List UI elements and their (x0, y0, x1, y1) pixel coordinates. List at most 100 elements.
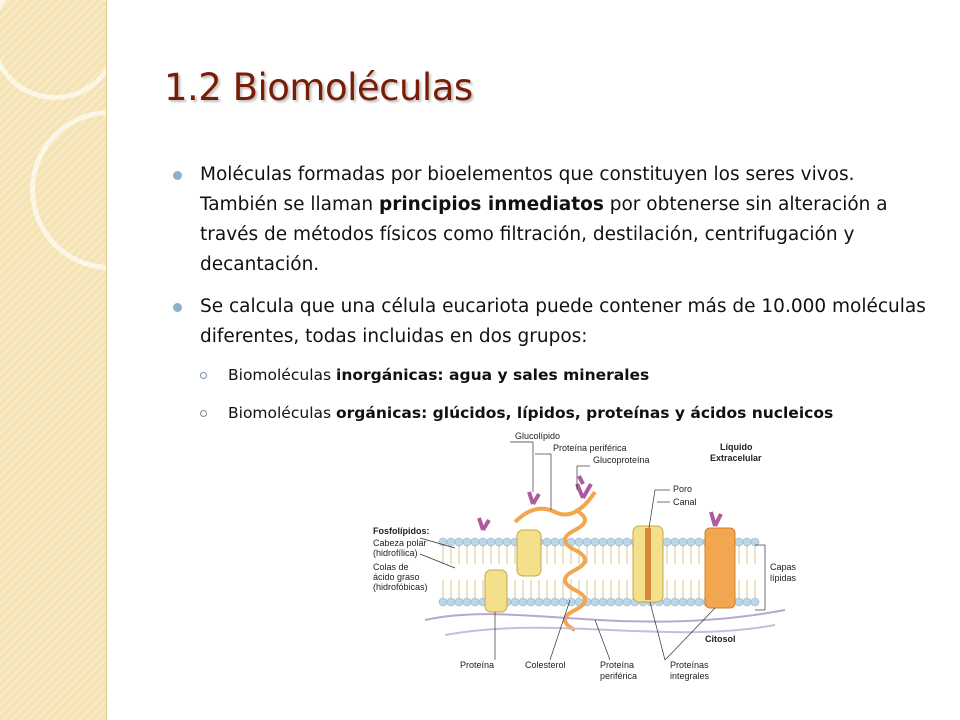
phospholipid-head (598, 537, 608, 547)
phospholipid-head (446, 537, 456, 547)
cytoskeleton-filament (444, 624, 776, 636)
phospholipid-head (454, 537, 464, 547)
decorative-ring (0, 0, 106, 100)
phospholipid-head (542, 537, 552, 547)
label-colas-2: ácido graso (373, 572, 420, 582)
phospholipid-head (614, 597, 624, 607)
phospholipid-head (670, 537, 680, 547)
phospholipid-head (454, 597, 464, 607)
bullet-definition: Moléculas formadas por bioelementos que … (170, 160, 930, 280)
phospholipid-head (502, 537, 512, 547)
label-glucoproteina: Glucoproteína (593, 455, 650, 465)
label-capas-2: lípidas (770, 573, 797, 583)
phospholipid-head (662, 597, 672, 607)
phospholipid-head (622, 537, 632, 547)
label-colesterol: Colesterol (525, 660, 566, 670)
phospholipid-head (550, 597, 560, 607)
phospholipid-head (446, 597, 456, 607)
bullet-text: por obtenerse sin alteración a través de… (200, 194, 888, 275)
sugar-chain (477, 517, 491, 532)
protein-channel-pore (645, 528, 651, 600)
sugar-chain (709, 511, 723, 527)
leader-lines (419, 441, 766, 661)
phospholipid-head (678, 597, 688, 607)
bullet-text: Moléculas formadas por bioelementos que … (200, 164, 855, 215)
phospholipid-head (462, 597, 472, 607)
phospholipid-head (614, 537, 624, 547)
label-proteina: Proteína (460, 660, 494, 670)
phospholipid-head (494, 537, 504, 547)
phospholipid-head (662, 537, 672, 547)
phospholipid-head (678, 537, 688, 547)
slide-title: 1.2 Biomoléculas (164, 66, 473, 109)
sub-bullet-icon (200, 372, 207, 379)
bullet-text: Se calcula que una célula eucariota pued… (200, 296, 926, 347)
phospholipid-head (590, 537, 600, 547)
phospholipid-head (750, 597, 760, 607)
phospholipid-head (694, 537, 704, 547)
label-proteina-periferica-b: Proteína (600, 660, 634, 670)
sugar-chain (527, 491, 541, 506)
label-canal: Canal (673, 497, 697, 507)
sub-item-text: Biomoléculas (228, 404, 337, 422)
phospholipid-head (470, 537, 480, 547)
phospholipid-head (462, 537, 472, 547)
label-cabeza-2: (hidrofílica) (373, 548, 418, 558)
label-fosfolipidos: Fosfolípidos: (373, 526, 430, 536)
sub-item-bold: inorgánicas: agua y sales minerales (336, 366, 650, 384)
phospholipid-head (534, 597, 544, 607)
cytoskeleton-filament (424, 609, 786, 623)
phospholipid-head (486, 537, 496, 547)
phospholipid-head (582, 537, 592, 547)
phospholipid-head (606, 597, 616, 607)
phospholipid-head (598, 597, 608, 607)
decorative-side-panel (0, 0, 107, 720)
label-citosol: Citosol (705, 634, 736, 644)
sub-item-inorganicas: Biomoléculas inorgánicas: agua y sales m… (170, 364, 930, 386)
label-proteinas-integrales: Proteínas (670, 660, 709, 670)
phospholipid-head (542, 597, 552, 607)
cell-membrane-diagram: Glucolípido Proteína periférica Glucopro… (373, 431, 797, 710)
phospholipid-head (478, 537, 488, 547)
phospholipid-head (734, 597, 744, 607)
label-colas: Colas de (373, 562, 409, 572)
phospholipid-head (470, 597, 480, 607)
sub-item-organicas: Biomoléculas orgánicas: glúcidos, lípido… (170, 402, 930, 424)
bullet-bold-text: principios inmediatos (378, 194, 604, 215)
protein-integral-right (704, 527, 736, 609)
phospholipid-head (734, 537, 744, 547)
peripheral-protein-strand (513, 490, 597, 524)
phospholipid-head (742, 537, 752, 547)
phospholipid-head (686, 537, 696, 547)
decorative-ring (30, 110, 106, 270)
label-poro: Poro (673, 484, 692, 494)
protein-lower-left (484, 569, 508, 613)
phospholipid-head (606, 537, 616, 547)
label-capas: Capas (770, 562, 797, 572)
slide-content: Moléculas formadas por bioelementos que … (170, 160, 930, 440)
sugar-chain (575, 475, 593, 499)
phospholipid-head (550, 537, 560, 547)
sub-bullet-icon (200, 410, 207, 417)
phospholipid-head (622, 597, 632, 607)
label-liquido: Líquido (720, 442, 753, 452)
phospholipid-head (590, 597, 600, 607)
label-proteinas-integrales-2: integrales (670, 671, 710, 681)
phospholipid-head (686, 597, 696, 607)
label-colas-3: (hidrofóbicas) (373, 582, 428, 592)
phospholipid-head (694, 597, 704, 607)
label-proteina-periferica-b2: periférica (600, 671, 637, 681)
phospholipid-head (574, 537, 584, 547)
phospholipid-head (438, 597, 448, 607)
sub-item-bold: orgánicas: glúcidos, lípidos, proteínas … (336, 404, 834, 422)
glucoprotein-helix (563, 508, 587, 632)
phospholipid-head (526, 597, 536, 607)
phospholipid-head (558, 597, 568, 607)
label-cabeza: Cabeza polar (373, 538, 427, 548)
protein-integral-left (516, 529, 542, 577)
bullet-count: Se calcula que una célula eucariota pued… (170, 292, 930, 352)
phospholipid-head (518, 597, 528, 607)
label-proteina-periferica: Proteína periférica (553, 443, 627, 453)
phospholipid-head (742, 597, 752, 607)
phospholipid-head (670, 597, 680, 607)
